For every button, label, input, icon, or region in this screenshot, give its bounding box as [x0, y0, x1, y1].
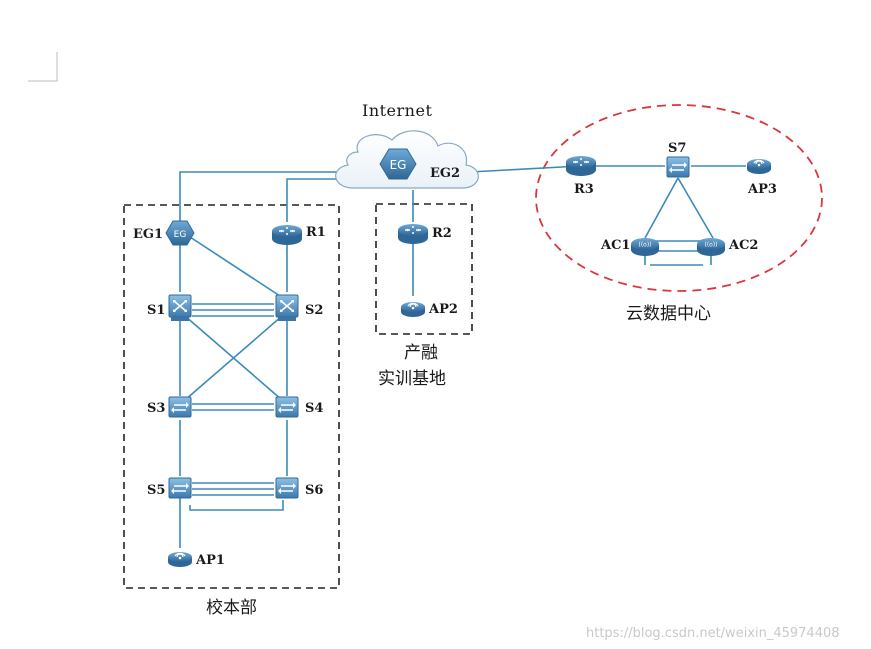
- corner-mark: [28, 52, 58, 82]
- campus-zone-border: [123, 204, 340, 589]
- training-zone-border: [375, 203, 473, 335]
- eg-cloud-icon: EG: [379, 148, 417, 180]
- s2-label: S2: [305, 303, 323, 318]
- ac2-label: AC2: [728, 238, 758, 253]
- internet-label: Internet: [362, 101, 432, 120]
- ap1-label: AP1: [195, 553, 225, 568]
- eg1-icon-label: EG: [174, 230, 187, 240]
- s2-switch-icon: [275, 294, 299, 322]
- ac2-icon: [697, 238, 725, 256]
- links: [179, 165, 746, 548]
- ap3-icon: [746, 158, 772, 175]
- watermark: https://blog.csdn.net/weixin_45974408: [586, 626, 840, 641]
- s6-switch-icon: [275, 477, 299, 499]
- ap2-icon: [400, 301, 426, 318]
- campus-zone-label: 校本部: [206, 598, 257, 618]
- s4-label: S4: [305, 401, 323, 416]
- eg-cloud-icon-label: EG: [390, 158, 407, 172]
- eg2-label: EG2: [430, 166, 460, 181]
- eg1-firewall-icon: EG: [165, 220, 195, 246]
- ap2-label: AP2: [428, 302, 458, 317]
- cloud-dc-zone-border: [535, 104, 823, 292]
- cloud-dc-zone-label: 云数据中心: [626, 304, 711, 324]
- training-zone-label-line2: 实训基地: [378, 369, 446, 389]
- ac1-icon: [631, 238, 659, 256]
- s1-switch-icon: [168, 294, 192, 322]
- s3-switch-icon: [168, 396, 192, 418]
- eg1-label: EG1: [133, 227, 163, 242]
- s6-label: S6: [305, 483, 323, 498]
- ac1-label: AC1: [600, 238, 630, 253]
- training-zone-label-line1: 产融: [404, 343, 438, 363]
- s1-label: S1: [147, 303, 165, 318]
- s5-label: S5: [147, 483, 165, 498]
- ap1-icon: [167, 551, 193, 568]
- s4-switch-icon: [275, 396, 299, 418]
- s7-label: S7: [668, 141, 686, 156]
- s7-switch-icon: [666, 156, 690, 178]
- r3-router-icon: [565, 155, 597, 177]
- ap3-label: AP3: [747, 182, 777, 197]
- r1-router-icon: [271, 224, 303, 246]
- r1-label: R1: [306, 225, 326, 240]
- r2-router-icon: [397, 223, 429, 245]
- r3-label: R3: [574, 182, 594, 197]
- s3-label: S3: [147, 401, 165, 416]
- s5-switch-icon: [168, 477, 192, 499]
- r2-label: R2: [432, 226, 452, 241]
